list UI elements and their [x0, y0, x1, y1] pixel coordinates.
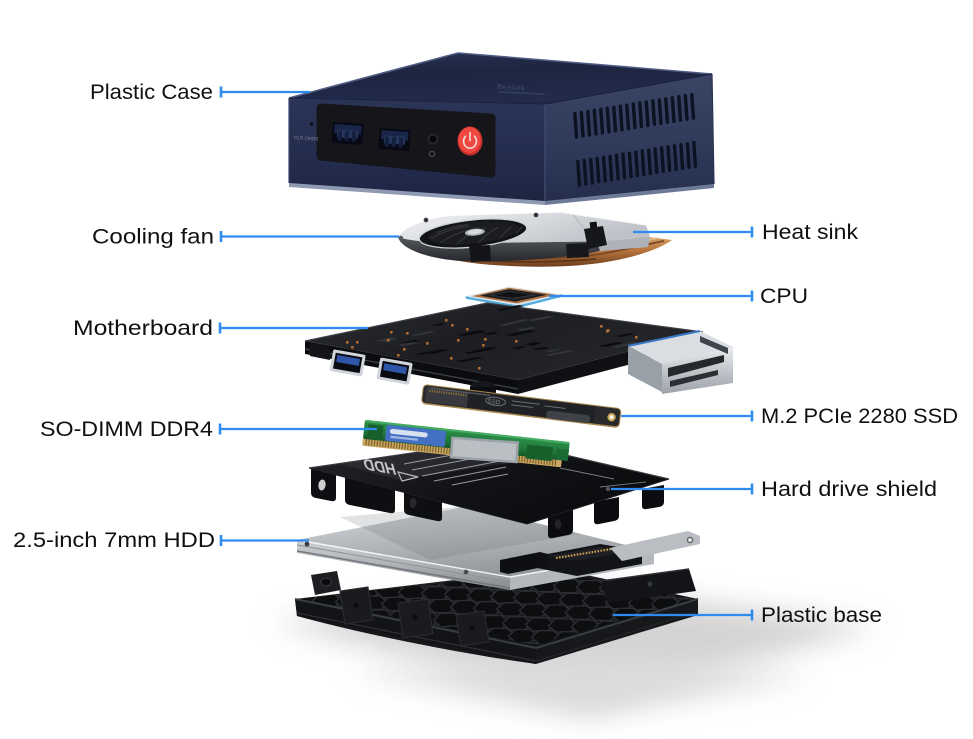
svg-text:M.2 PCIe 2280 SSD: M.2 PCIe 2280 SSD	[761, 405, 958, 428]
svg-text:Plastic Case: Plastic Case	[90, 81, 213, 104]
svg-text:Beelink: Beelink	[497, 82, 526, 92]
svg-text:Cooling fan: Cooling fan	[92, 226, 214, 249]
svg-text:SO-DIMM DDR4: SO-DIMM DDR4	[40, 418, 213, 441]
svg-text:Hard drive shield: Hard drive shield	[761, 478, 937, 501]
svg-text:HDD: HDD	[361, 454, 398, 477]
svg-text:Plastic base: Plastic base	[761, 604, 882, 627]
svg-text:SSD: SSD	[487, 398, 501, 407]
svg-text:2.5-inch 7mm HDD: 2.5-inch 7mm HDD	[13, 529, 215, 552]
svg-text:Heat sink: Heat sink	[762, 221, 859, 244]
svg-text:CPU: CPU	[760, 285, 808, 308]
svg-text:CLR CMOS: CLR CMOS	[294, 135, 319, 141]
svg-text:Motherboard: Motherboard	[73, 317, 213, 340]
